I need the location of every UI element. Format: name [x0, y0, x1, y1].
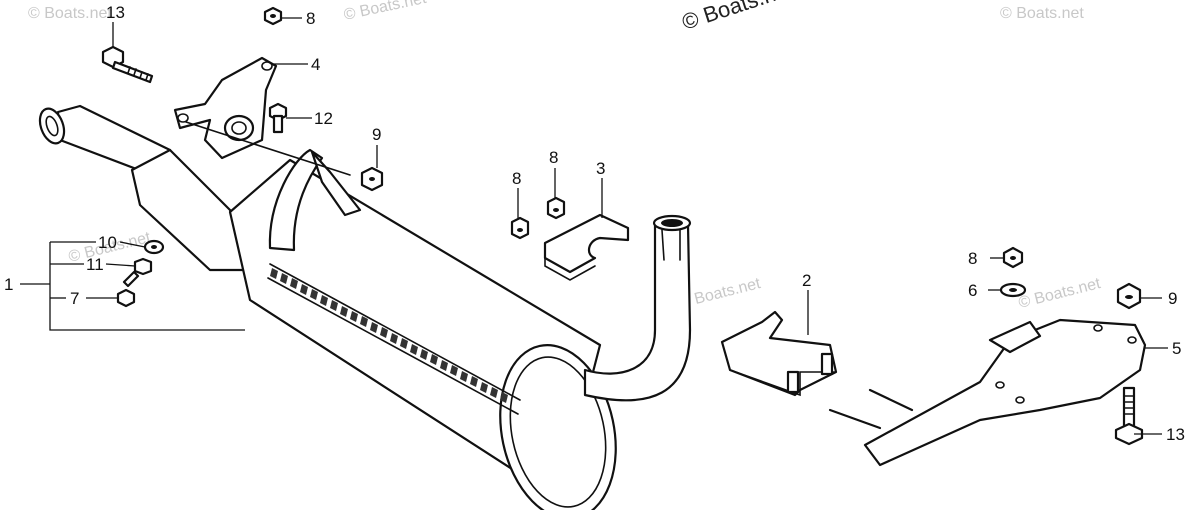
callout-4: 4 — [311, 55, 320, 74]
callout-8-lower: 8 — [968, 249, 977, 268]
callout-5: 5 — [1172, 339, 1181, 358]
callout-3: 3 — [596, 159, 605, 178]
watermark-main: © Boats.net — [679, 0, 796, 35]
callout-2: 2 — [802, 271, 811, 290]
watermark: © Boats.net — [1000, 5, 1084, 22]
callout-13-top: 13 — [106, 3, 125, 22]
callout-6: 6 — [968, 281, 977, 300]
hanger-bracket — [173, 56, 351, 176]
clamp-plate — [543, 213, 630, 281]
watermark: © Boats.net — [342, 0, 428, 24]
hardware — [101, 6, 1144, 446]
callout-11: 11 — [86, 255, 104, 274]
callout-13-lower: 13 — [1166, 425, 1185, 444]
callout-8-right: 8 — [549, 148, 558, 167]
callout-7: 7 — [70, 289, 79, 308]
callout-8-left: 8 — [512, 169, 521, 188]
leader-lines — [20, 17, 1168, 435]
callout-labels: 13 8 4 12 9 8 8 3 10 11 7 1 2 8 6 9 5 13 — [4, 3, 1185, 444]
callout-10: 10 — [98, 233, 117, 252]
callout-9-right: 9 — [1168, 289, 1177, 308]
stay-plate — [828, 318, 1147, 467]
callout-9-upper: 9 — [372, 125, 381, 144]
pipe-clamp — [720, 310, 838, 397]
callout-12: 12 — [314, 109, 333, 128]
bolt-7-head — [116, 288, 136, 308]
callout-8-top: 8 — [306, 9, 315, 28]
callout-1: 1 — [4, 275, 13, 294]
watermark: © Boats.net — [28, 5, 112, 22]
muffler — [38, 104, 692, 510]
watermark: © Boats.net — [1017, 275, 1103, 312]
washer-11 — [133, 257, 153, 276]
